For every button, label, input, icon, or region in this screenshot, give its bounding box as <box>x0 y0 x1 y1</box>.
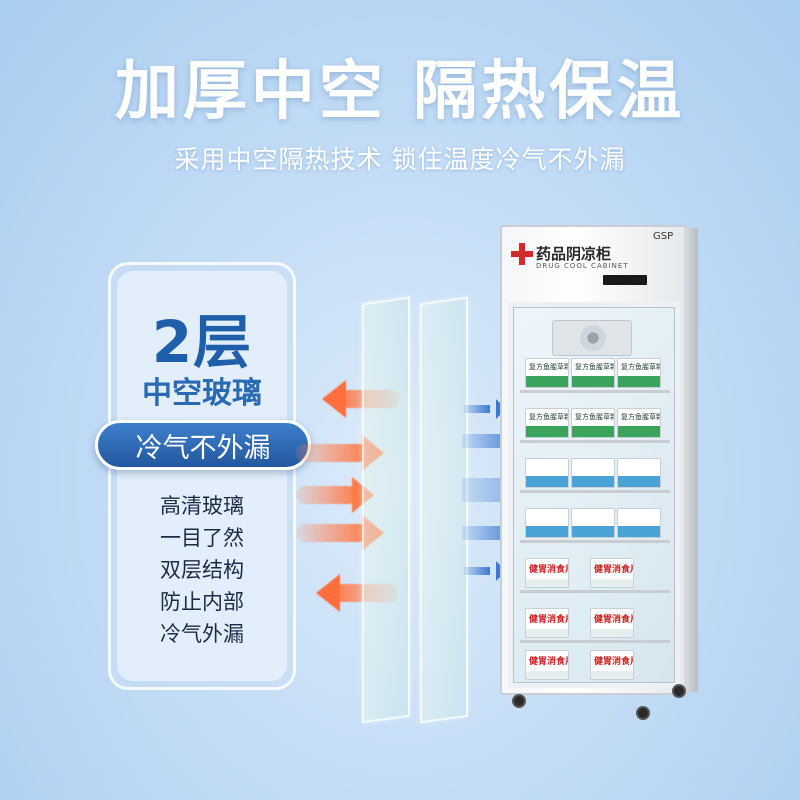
medicine-box <box>571 458 615 488</box>
box-label: 健胃消食片 <box>594 565 633 575</box>
medicine-box: 健胃消食片 <box>590 650 634 680</box>
cabinet-title: 药品阴凉柜 <box>536 245 612 263</box>
box-band <box>526 376 568 387</box>
box-band <box>526 671 568 679</box>
shelf <box>520 590 670 593</box>
box-label: 复方鱼腥草颗粒 <box>529 363 568 371</box>
box-band <box>572 426 614 437</box>
box-band <box>526 476 568 487</box>
feature-item: 高清玻璃 <box>160 494 244 518</box>
medicine-box: 健胃消食片 <box>525 558 569 588</box>
medicine-box: 健胃消食片 <box>590 608 634 638</box>
box-label: 健胃消食片 <box>529 565 568 575</box>
box-label: 健胃消食片 <box>594 657 633 667</box>
medicine-box <box>525 508 569 538</box>
shelf <box>520 640 670 643</box>
info-panel-inner <box>117 271 287 681</box>
box-label: 健胃消食片 <box>594 615 633 625</box>
medicine-box <box>525 458 569 488</box>
box-band <box>618 376 660 387</box>
medical-cross-icon <box>511 243 533 265</box>
subline: 采用中空隔热技术 锁住温度冷气不外漏 <box>174 145 626 174</box>
box-band <box>526 629 568 637</box>
box-label: 健胃消食片 <box>529 657 568 667</box>
box-label: 健胃消食片 <box>529 615 568 625</box>
heat-arrow-right <box>296 435 384 471</box>
info-panel <box>108 262 296 690</box>
cabinet-header: 药品阴凉柜 DRUG COOL CABINET GSP <box>503 229 683 299</box>
feature-item: 一目了然 <box>160 526 244 550</box>
medicine-box <box>617 458 661 488</box>
box-band <box>526 579 568 587</box>
box-band <box>591 629 633 637</box>
box-label: 复方鱼腥草颗粒 <box>621 363 660 371</box>
box-band <box>591 671 633 679</box>
box-band <box>526 426 568 437</box>
medicine-box <box>571 508 615 538</box>
gsp-badge: GSP <box>653 231 674 242</box>
feature-item: 冷气外漏 <box>160 622 244 646</box>
medicine-box: 复方鱼腥草颗粒 <box>571 408 615 438</box>
box-band <box>618 526 660 537</box>
box-band <box>526 526 568 537</box>
cold-air-pill: 冷气不外漏 <box>95 420 311 470</box>
shelf <box>520 390 670 393</box>
glass-label: 中空玻璃 <box>142 376 262 411</box>
medicine-box: 复方鱼腥草颗粒 <box>617 358 661 388</box>
fan-icon <box>552 320 632 356</box>
box-band <box>618 476 660 487</box>
caster-wheel <box>636 706 650 720</box>
heat-arrow-right <box>296 477 374 513</box>
shelf <box>520 490 670 493</box>
medicine-box <box>617 508 661 538</box>
medicine-box: 复方鱼腥草颗粒 <box>525 358 569 388</box>
box-label: 复方鱼腥草颗粒 <box>621 413 660 421</box>
feature-item: 防止内部 <box>160 590 244 614</box>
cabinet-subtitle: DRUG COOL CABINET <box>536 262 629 270</box>
box-band <box>591 579 633 587</box>
medicine-box: 健胃消食片 <box>525 650 569 680</box>
heat-arrow-right <box>296 515 384 551</box>
cabinet-side <box>684 228 698 692</box>
box-band <box>572 476 614 487</box>
caster-wheel <box>672 684 686 698</box>
feature-list: 高清玻璃 一目了然 双层结构 防止内部 冷气外漏 <box>108 490 296 650</box>
box-label: 复方鱼腥草颗粒 <box>575 413 614 421</box>
cold-air-arrow <box>464 399 506 419</box>
box-band <box>618 426 660 437</box>
shelf <box>520 540 670 543</box>
glass-pane-inner <box>420 296 468 724</box>
cold-air-arrow <box>464 561 506 581</box>
headline: 加厚中空 隔热保温 <box>114 55 686 129</box>
glass-pane-outer <box>362 296 410 724</box>
medicine-box: 复方鱼腥草颗粒 <box>617 408 661 438</box>
box-label: 复方鱼腥草颗粒 <box>529 413 568 421</box>
box-band <box>572 526 614 537</box>
box-label: 复方鱼腥草颗粒 <box>575 363 614 371</box>
medicine-box: 复方鱼腥草颗粒 <box>571 358 615 388</box>
shelf <box>520 440 670 443</box>
caster-wheel <box>512 694 526 708</box>
layer-count: 2层 <box>151 308 253 376</box>
feature-item: 双层结构 <box>160 558 244 582</box>
medicine-box: 健胃消食片 <box>525 608 569 638</box>
medicine-box: 复方鱼腥草颗粒 <box>525 408 569 438</box>
medicine-box: 健胃消食片 <box>590 558 634 588</box>
temperature-display <box>603 275 647 285</box>
box-band <box>572 376 614 387</box>
